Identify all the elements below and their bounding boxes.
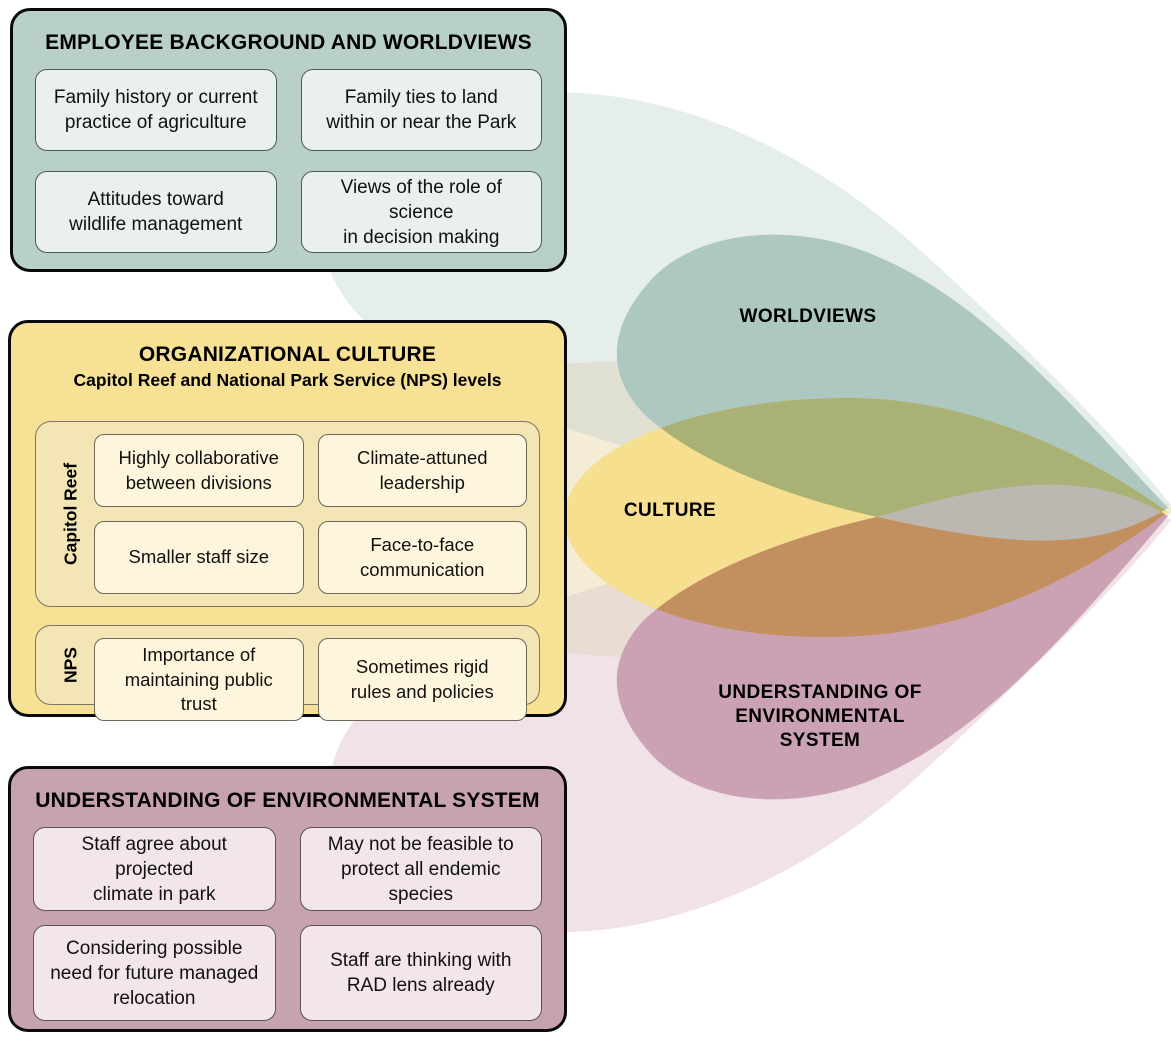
panel-employee-title: EMPLOYEE BACKGROUND AND WORLDVIEWS: [45, 31, 532, 54]
panel-organizational-culture: ORGANIZATIONAL CULTURE Capitol Reef and …: [8, 320, 567, 722]
list-item: May not be feasible to protect all endem…: [299, 827, 542, 912]
worldviews-petal-label: WORLDVIEWS: [739, 306, 877, 327]
list-item: Importance of maintaining public trust: [94, 638, 304, 722]
panel-environmental-system: UNDERSTANDING OF ENVIRONMENTAL SYSTEM St…: [8, 766, 567, 1032]
list-item: Family history or current practice of ag…: [35, 69, 277, 152]
list-item: Staff agree about projected climate in p…: [33, 827, 276, 912]
group-capitol-reef-label: Capitol Reef: [60, 463, 81, 566]
employee-items-grid: Family history or current practice of ag…: [35, 69, 542, 254]
list-item: Views of the role of science in decision…: [300, 171, 542, 254]
group-capitol-reef: Capitol Reef Highly collaborative betwee…: [35, 421, 540, 608]
panel-environment-title: UNDERSTANDING OF ENVIRONMENTAL SYSTEM: [35, 789, 540, 812]
list-item: Climate-attuned leadership: [317, 434, 527, 508]
panel-culture-subtitle: Capitol Reef and National Park Service (…: [73, 370, 502, 391]
group-nps: NPS Importance of maintaining public tru…: [35, 625, 540, 722]
environment-petal-label: UNDERSTANDING OF ENVIRONMENTAL SYSTEM: [718, 682, 922, 751]
list-item: Staff are thinking with RAD lens already: [299, 925, 542, 1022]
list-item: Highly collaborative between divisions: [94, 434, 304, 508]
culture-environment-overlap: [616, 484, 1168, 638]
capitol-reef-items-grid: Highly collaborative between divisions C…: [94, 434, 527, 595]
list-item: Considering possible need for future man…: [33, 925, 276, 1022]
list-item: Face-to-face communication: [317, 521, 527, 595]
culture-petal-label: CULTURE: [623, 500, 717, 521]
list-item: Sometimes rigid rules and policies: [317, 638, 527, 722]
group-nps-label: NPS: [60, 647, 81, 684]
list-item: Attitudes toward wildlife management: [35, 171, 277, 254]
environment-items-grid: Staff agree about projected climate in p…: [33, 827, 542, 1022]
panel-culture-title: ORGANIZATIONAL CULTURE: [138, 343, 437, 366]
nps-items-grid: Importance of maintaining public trust S…: [94, 638, 527, 722]
panel-employee-background: EMPLOYEE BACKGROUND AND WORLDVIEWS Famil…: [10, 8, 567, 272]
list-item: Family ties to land within or near the P…: [300, 69, 542, 152]
list-item: Smaller staff size: [94, 521, 304, 595]
